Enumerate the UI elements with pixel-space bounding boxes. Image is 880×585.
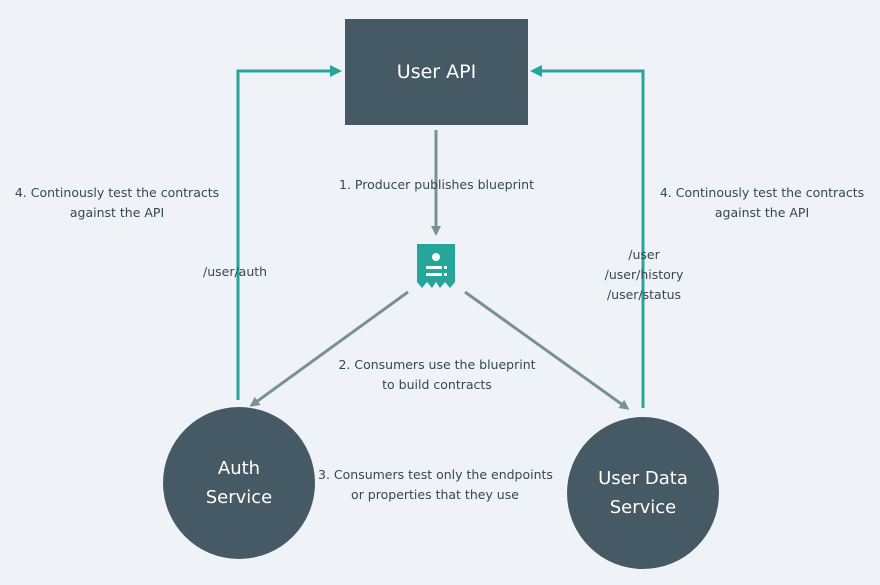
user-api-node: User API [345,19,528,125]
user-data-service-label-line1: User Data [598,468,688,489]
userdata-to-api-arrow [530,65,645,408]
auth-service-node: Auth Service [163,407,315,559]
step1-label: 1. Producer publishes blueprint [339,177,535,192]
step4-right-label: 4. Continously test the contracts agains… [659,183,865,223]
user-data-service-label-line2: Service [609,497,677,518]
user-data-endpoints: /user /user/history /user/status [589,245,699,305]
step4-left-label: 4. Continously test the contracts agains… [14,183,220,223]
blueprint-to-auth-arrow [249,290,409,407]
step3-label-line1: 3. Consumers test only the endpoints [318,467,553,482]
document-receipt-icon [417,244,455,288]
step4-left-label-line2: against the API [69,205,165,220]
step2-label: 2. Consumers use the blueprint to build … [337,355,537,395]
auth-service-label-line1: Auth [217,458,261,479]
endpoint-user-history: /user/history [604,267,684,282]
blueprint-to-userdata-arrow [464,290,630,410]
step4-right-label-line2: against the API [714,205,810,220]
step4-right-label-line1: 4. Continously test the contracts [659,185,865,200]
endpoint-user: /user [628,247,660,262]
auth-service-label-line2: Service [205,487,273,508]
step4-left-label-line1: 4. Continously test the contracts [14,185,220,200]
user-api-label: User API [396,61,477,83]
auth-to-api-arrow [236,65,342,400]
auth-endpoint-label: /user/auth [203,264,268,279]
endpoint-user-status: /user/status [606,287,682,302]
step2-label-line1: 2. Consumers use the blueprint [338,357,536,372]
step3-label-line2: or properties that they use [351,487,519,502]
user-data-service-node: User Data Service [567,417,719,569]
step3-label: 3. Consumers test only the endpoints or … [318,465,553,505]
step2-label-line2: to build contracts [382,377,492,392]
